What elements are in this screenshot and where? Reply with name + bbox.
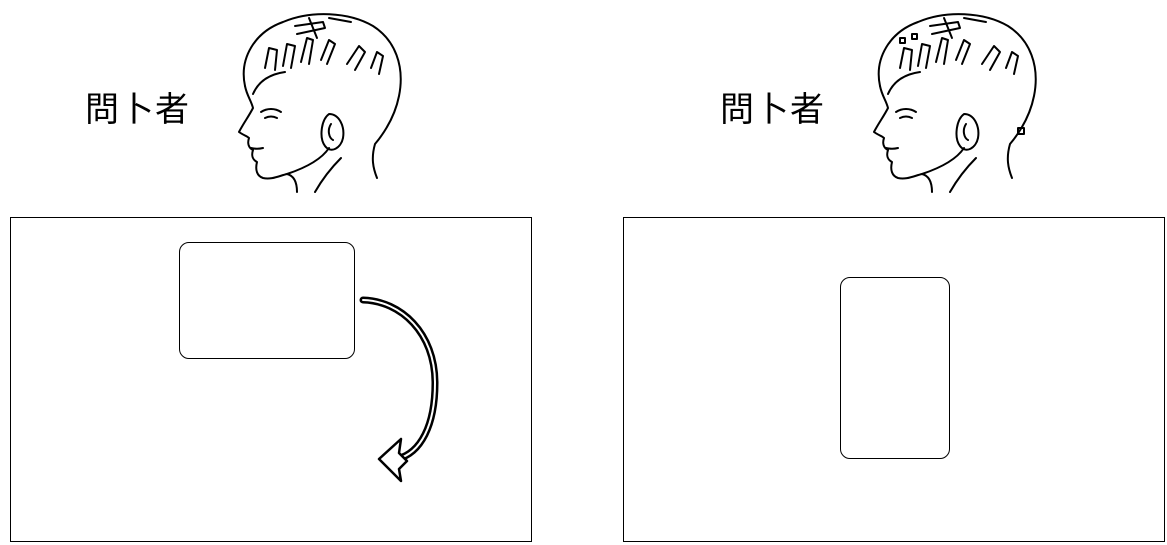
tarot-card-vertical (840, 277, 950, 459)
curved-rotate-arrow-icon (359, 296, 439, 483)
table-surface (623, 217, 1165, 542)
left-panel: 問卜者 (0, 0, 560, 545)
tarot-card-horizontal (179, 242, 355, 359)
person-head-profile-icon (873, 13, 1037, 193)
questioner-label: 問卜者 (720, 90, 825, 130)
right-panel: 問卜者 (600, 0, 1167, 545)
table-surface (10, 217, 532, 542)
person-head-profile-icon (238, 13, 402, 193)
questioner-label: 問卜者 (85, 90, 190, 130)
